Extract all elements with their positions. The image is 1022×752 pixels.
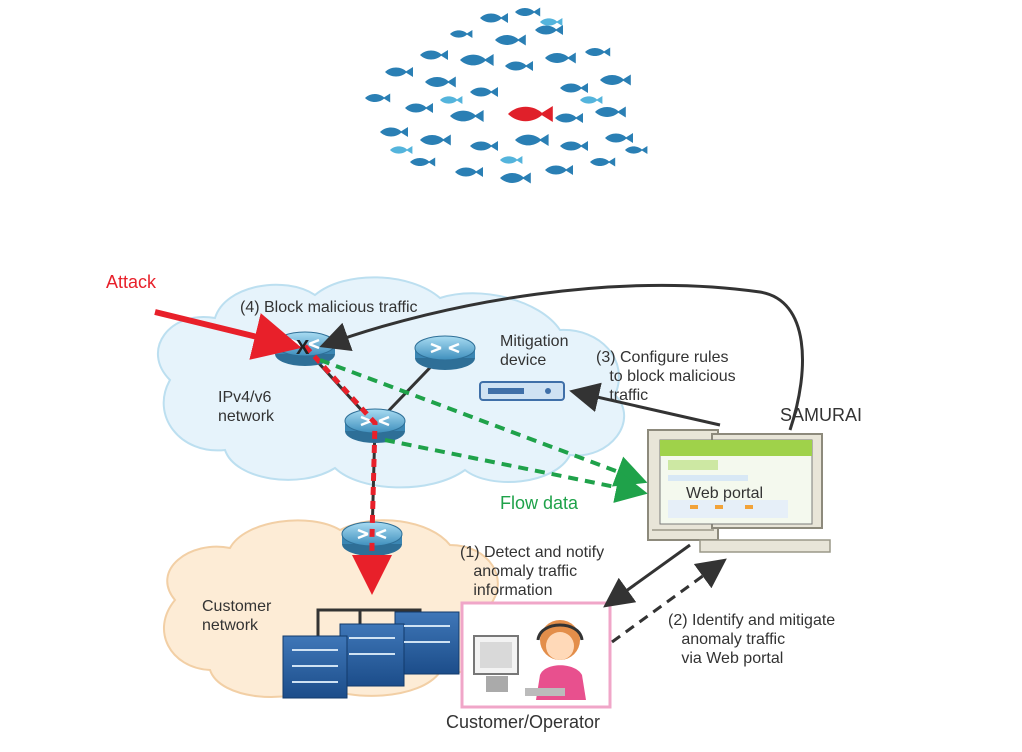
step1-label: (1) Detect and notify anomaly traffic in…: [460, 544, 605, 599]
flow-data-label: Flow data: [500, 493, 579, 513]
control-arrows: [319, 283, 804, 644]
red-fish-icon: [508, 106, 553, 122]
attack-arrow: X: [154, 309, 392, 595]
samurai-label: SAMURAI: [780, 405, 863, 425]
step4-label: (4) Block malicious traffic: [240, 299, 418, 316]
operator-label: Customer/Operator: [446, 712, 601, 732]
mitigation-device-label: Mitigation device: [500, 333, 569, 369]
customer-network-label: Customer network: [202, 598, 272, 634]
customer-servers-icon: [282, 611, 460, 699]
ip-network-label: IPv4/v6 network: [218, 389, 275, 425]
router-mitigation-icon: [413, 334, 477, 372]
attack-label: Attack: [106, 272, 157, 292]
samurai-computer-icon: [647, 429, 831, 553]
router-customer-icon: [340, 520, 404, 558]
mitigation-device-icon: [479, 381, 565, 401]
block-x-mark: X: [296, 337, 310, 359]
customer-operator-icon: [460, 601, 612, 709]
fish-school-image: [365, 7, 648, 184]
step2-label: (2) Identify and mitigate anomaly traffi…: [668, 612, 836, 667]
web-portal-label: Web portal: [686, 485, 764, 502]
flow-data-arrows: [319, 358, 648, 503]
step3-label: (3) Configure rules to block malicious t…: [596, 349, 736, 404]
